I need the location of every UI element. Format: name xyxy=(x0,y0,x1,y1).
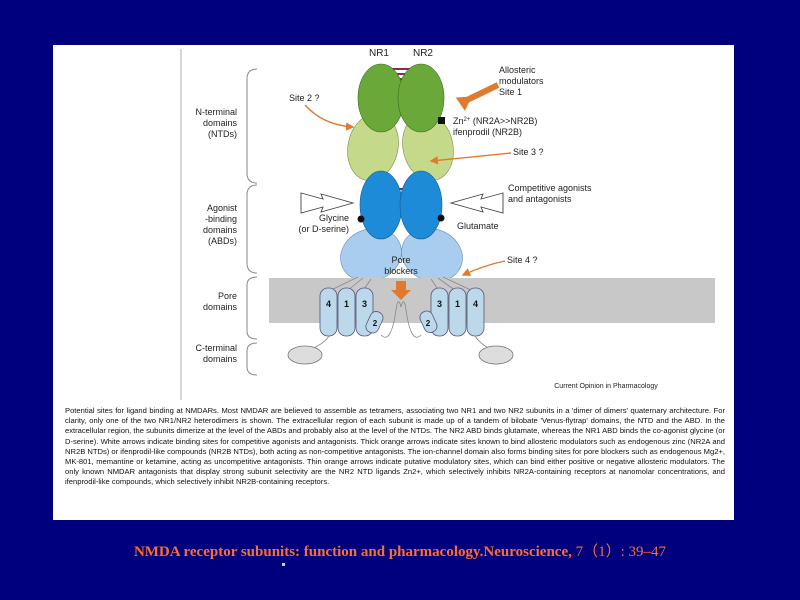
glutamate-white-arrow xyxy=(449,192,504,214)
ifenprodil-label: ifenprodil (NR2B) xyxy=(453,127,522,137)
glutamate-label: Glutamate xyxy=(457,221,499,231)
glycine-label: Glycine(or D-serine) xyxy=(298,213,349,234)
zinc-label: Zn2+ (NR2A>>NR2B) xyxy=(453,116,537,126)
glycine-site-dot xyxy=(357,215,365,223)
right-helix-4: 4 xyxy=(473,299,478,309)
site4-label: Site 4 ? xyxy=(507,255,538,265)
citation-main: NMDA receptor subunits: function and pha… xyxy=(133,544,572,560)
glutamate-site-dot xyxy=(437,214,445,222)
left-helices: 4 1 3 2 xyxy=(319,287,384,337)
nr2-label: NR2 xyxy=(413,48,433,59)
nr2-ctd xyxy=(478,345,514,365)
citation-volume: 7（1）: 39–47 xyxy=(571,544,667,560)
abd-bracket xyxy=(246,184,258,274)
pore-bracket xyxy=(246,276,258,340)
ntd-bracket xyxy=(246,68,258,184)
ifenprodil-site-marker xyxy=(438,117,445,124)
nr2-abd-upper-lobe xyxy=(399,170,443,240)
figure-caption: Potential sites for ligand binding at NM… xyxy=(65,406,725,487)
pore-blocker-arrow xyxy=(391,281,411,300)
source-label: Current Opinion in Pharmacology xyxy=(554,383,658,390)
site2-arrow xyxy=(304,104,355,131)
site4-arrow xyxy=(461,260,506,276)
decorative-dot xyxy=(282,563,285,566)
left-helix-4: 4 xyxy=(326,299,331,309)
site3-arrow xyxy=(429,152,512,165)
right-helix-1: 1 xyxy=(455,299,460,309)
site2-label: Site 2 ? xyxy=(289,93,320,103)
right-helix-2: 2 xyxy=(426,319,431,328)
nr2-ntd-upper-lobe xyxy=(397,63,445,133)
nr1-ntd-upper-lobe xyxy=(357,63,405,133)
nr1-abd-upper-lobe xyxy=(359,170,403,240)
right-helices: 3 1 4 2 xyxy=(419,287,485,337)
citation: NMDA receptor subunits: function and pha… xyxy=(0,540,800,561)
glycine-white-arrow xyxy=(300,192,355,214)
right-helix-3: 3 xyxy=(437,299,442,309)
left-helix-1: 1 xyxy=(344,299,349,309)
site3-label: Site 3 ? xyxy=(513,147,544,157)
left-helix-2: 2 xyxy=(373,319,378,328)
left-helix-3: 3 xyxy=(362,299,367,309)
cterm-bracket xyxy=(246,342,258,376)
nr1-label: NR1 xyxy=(369,48,389,59)
nr1-ctd xyxy=(287,345,323,365)
